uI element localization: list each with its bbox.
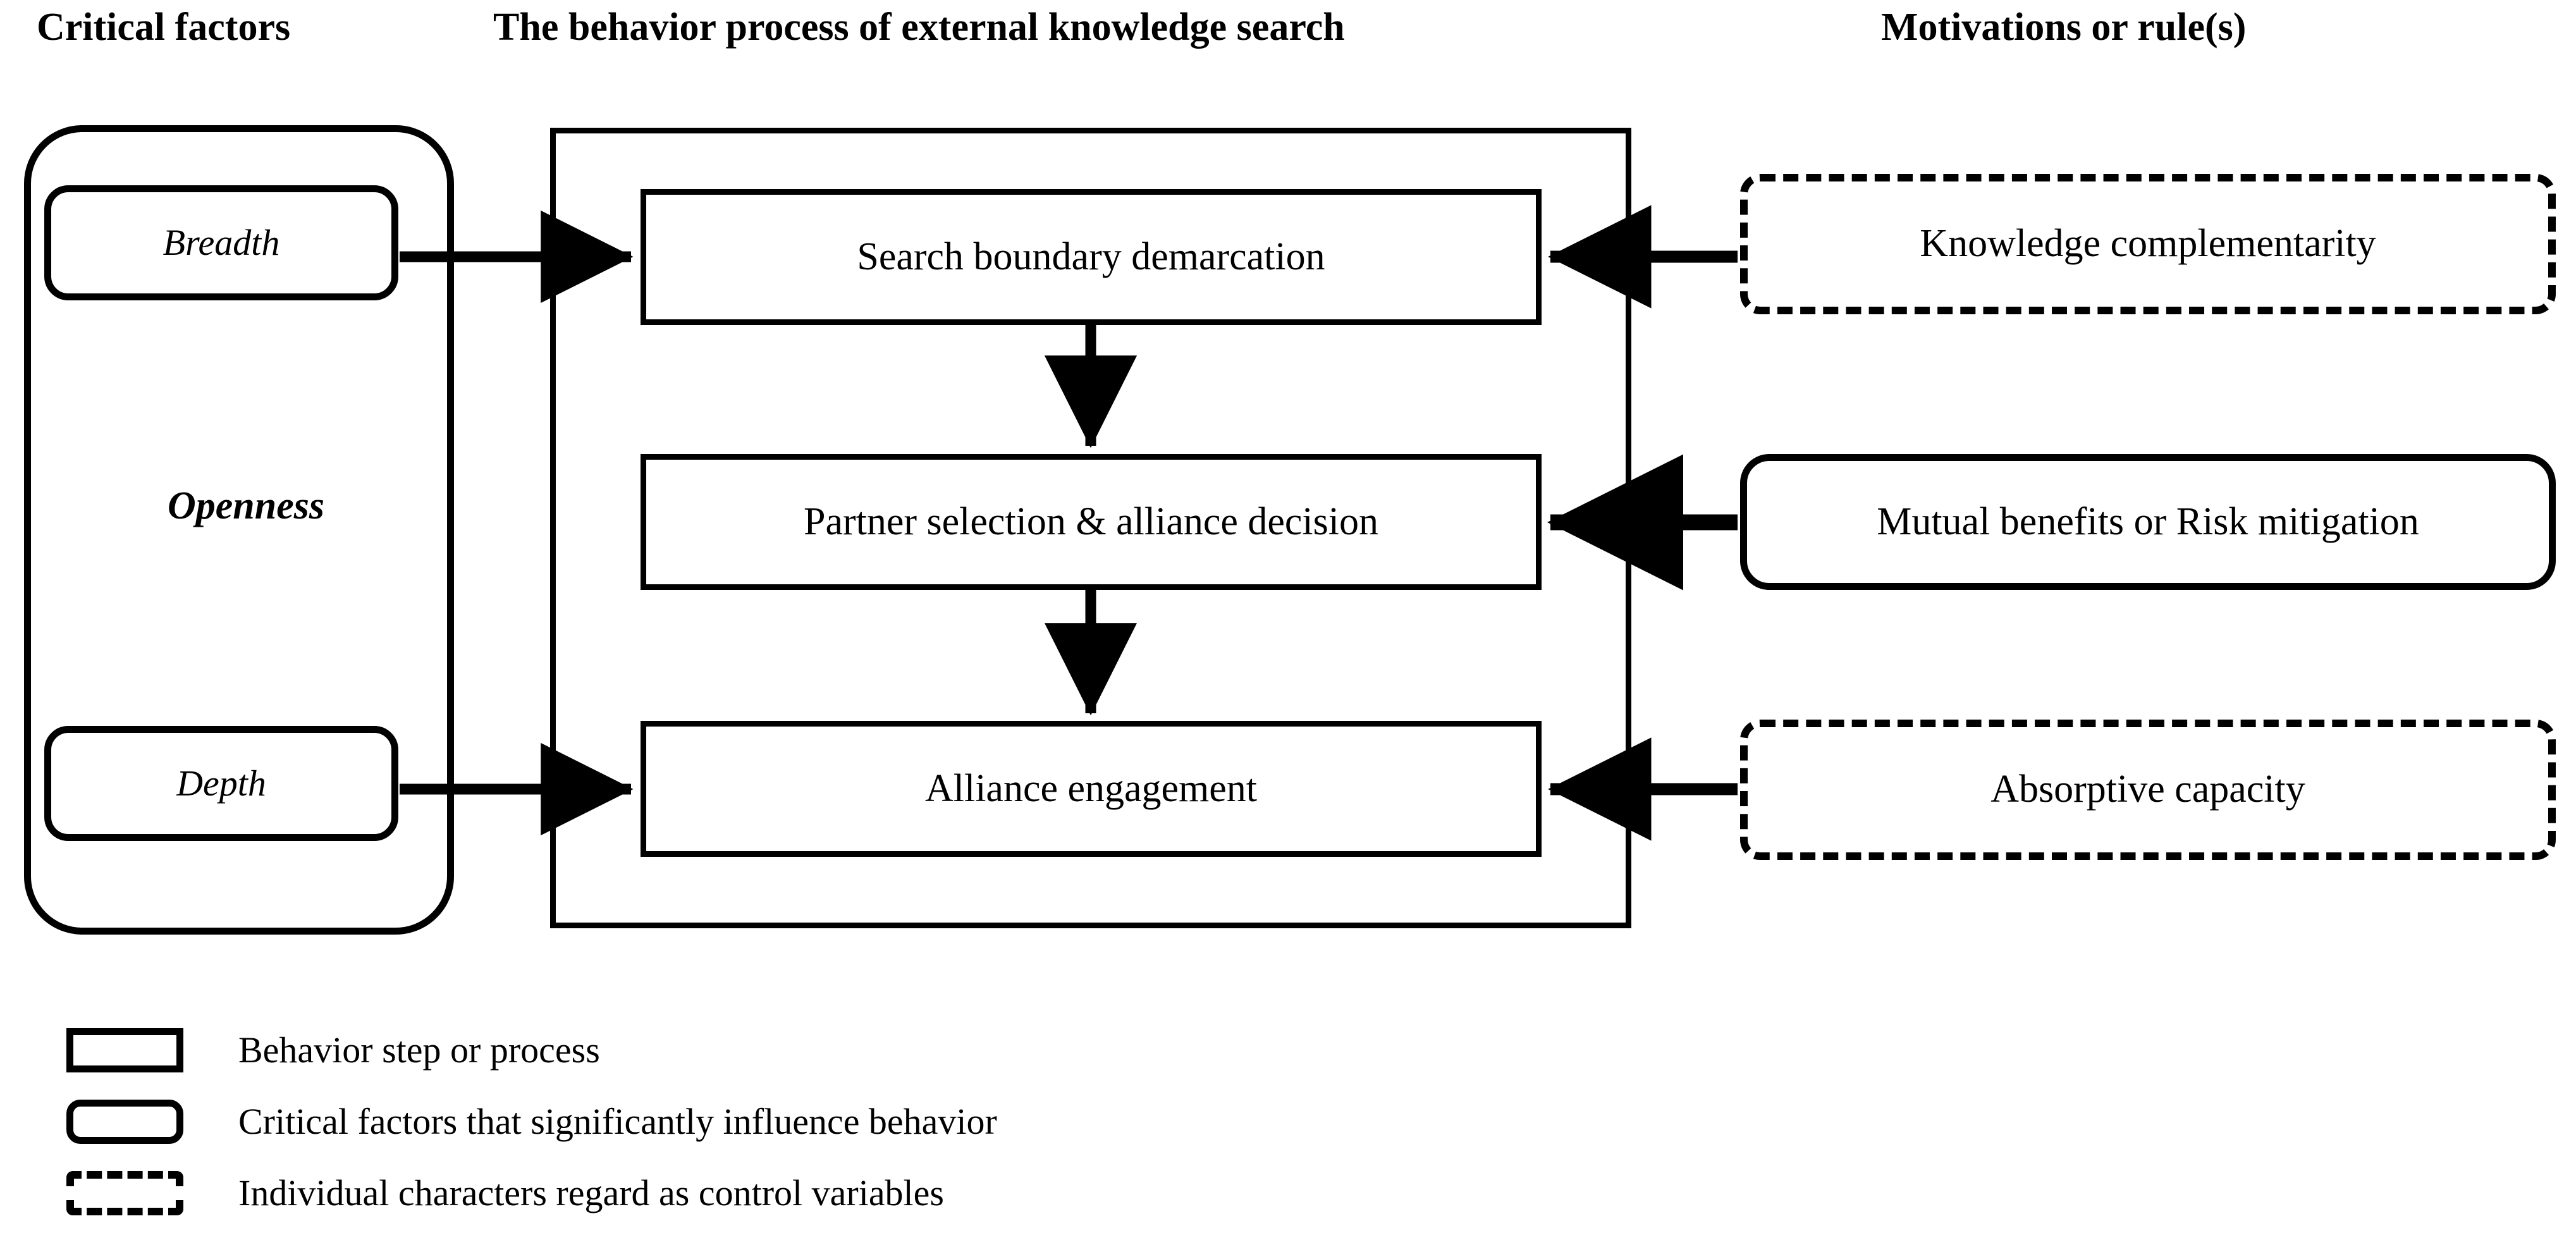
- factor-label-depth: Depth: [176, 763, 266, 804]
- legend-swatch-rectangle-icon: [66, 1028, 183, 1072]
- legend-label-control-variables: Individual characters regard as control …: [238, 1172, 944, 1213]
- column-header-behavior-process: The behavior process of external knowled…: [493, 6, 1345, 49]
- process-step-alliance-engagement[interactable]: Alliance engagement: [641, 721, 1542, 857]
- legend-swatch-rounded-rectangle-icon: [66, 1100, 183, 1144]
- process-step-label-3: Alliance engagement: [924, 766, 1258, 810]
- factor-label-breadth: Breadth: [163, 222, 280, 263]
- motivation-label-2: Mutual benefits or Risk mitigation: [1877, 500, 2419, 543]
- factor-box-depth[interactable]: Depth: [44, 726, 398, 841]
- process-step-label-1: Search boundary demarcation: [857, 235, 1325, 278]
- process-step-search-boundary-demarcation[interactable]: Search boundary demarcation: [641, 189, 1542, 325]
- process-step-partner-selection-alliance-decision[interactable]: Partner selection & alliance decision: [641, 454, 1542, 590]
- motivation-box-knowledge-complementarity[interactable]: Knowledge complementarity: [1740, 174, 2556, 314]
- legend-row-behavior-step: Behavior step or process: [66, 1019, 1521, 1091]
- motivation-label-3: Absorptive capacity: [1990, 768, 2305, 811]
- legend-label-behavior-step: Behavior step or process: [238, 1029, 600, 1071]
- factor-box-breadth[interactable]: Breadth: [44, 185, 398, 300]
- motivation-label-1: Knowledge complementarity: [1920, 222, 2376, 266]
- legend: Behavior step or process Critical factor…: [66, 1019, 1521, 1234]
- legend-row-control-variables: Individual characters regard as control …: [66, 1162, 1521, 1234]
- column-header-critical-factors: Critical factors: [37, 6, 291, 49]
- openness-group-label: Openness: [167, 484, 325, 527]
- legend-label-critical-factors: Critical factors that significantly infl…: [238, 1101, 997, 1142]
- motivation-box-absorptive-capacity[interactable]: Absorptive capacity: [1740, 720, 2556, 860]
- motivation-box-mutual-benefits-risk-mitigation[interactable]: Mutual benefits or Risk mitigation: [1740, 454, 2556, 590]
- legend-row-critical-factors: Critical factors that significantly infl…: [66, 1091, 1521, 1162]
- process-step-label-2: Partner selection & alliance decision: [804, 500, 1378, 543]
- legend-swatch-dashed-rectangle-icon: [66, 1171, 183, 1215]
- column-header-motivations: Motivations or rule(s): [1881, 6, 2247, 49]
